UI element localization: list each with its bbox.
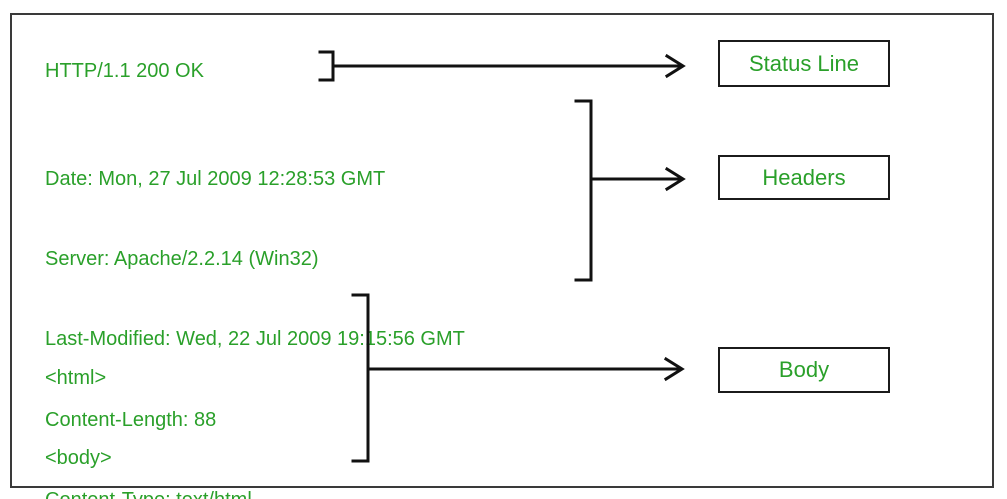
header-line-content-type: Content-Type: text/html xyxy=(45,487,465,499)
header-line-last-modified: Last-Modified: Wed, 22 Jul 2009 19:15:56… xyxy=(45,328,465,351)
outer-frame xyxy=(10,13,994,488)
body-text-block: <html> <body> <h1>Hello, World!</h1> </b… xyxy=(45,311,256,499)
status-line-label-box: Status Line xyxy=(718,40,890,87)
status-line-label: Status Line xyxy=(748,50,860,76)
body-label-box: Body xyxy=(718,347,890,393)
headers-text-block: Date: Mon, 27 Jul 2009 12:28:53 GMT Serv… xyxy=(45,112,465,499)
headers-label-box: Headers xyxy=(718,155,890,200)
body-label: Body xyxy=(778,357,830,382)
headers-label: Headers xyxy=(762,164,846,190)
header-line-date: Date: Mon, 27 Jul 2009 12:28:53 GMT xyxy=(45,167,386,190)
status-line-text: HTTP/1.1 200 OK xyxy=(45,60,204,82)
body-line-html-open: <html> xyxy=(45,366,107,389)
header-line-content-length: Content-Length: 88 xyxy=(45,408,217,431)
header-line-server: Server: Apache/2.2.14 (Win32) xyxy=(45,247,319,270)
body-line-body-open: <body> xyxy=(45,446,112,469)
